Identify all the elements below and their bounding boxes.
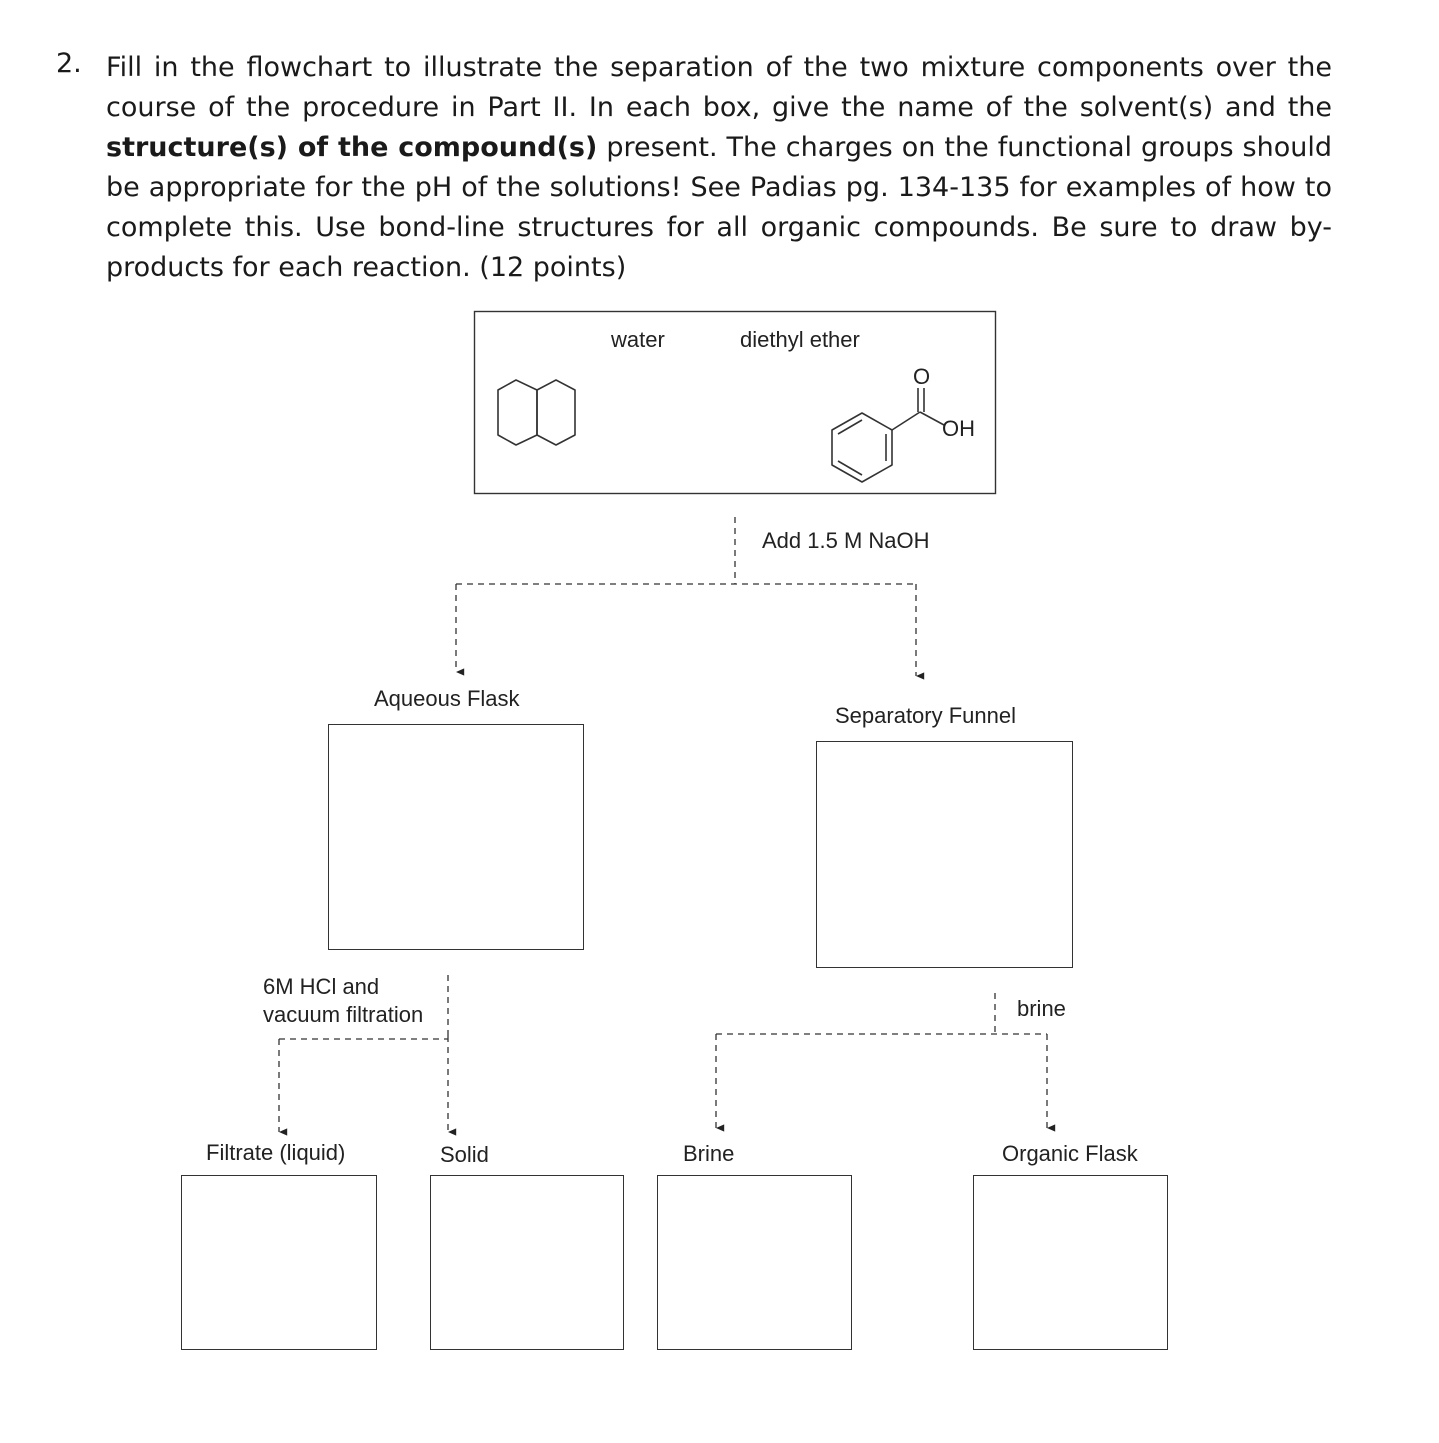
reagent-brine-label: brine (1017, 996, 1066, 1021)
question-text: Fill in the flowchart to illustrate the … (106, 48, 1332, 288)
carbonyl-oxygen-label: O (913, 364, 931, 389)
organic-flask-label: Organic Flask (1002, 1141, 1138, 1166)
reagent-hcl-label-line2: vacuum filtration (263, 1002, 424, 1027)
reagent-hcl-label-line1: 6M HCl and (263, 974, 380, 999)
benzoic-acid-structure-icon (831, 388, 945, 483)
organic-flask-box[interactable] (973, 1175, 1168, 1350)
question-text-part1: Fill in the flowchart to illustrate the … (106, 52, 1332, 123)
brine-label: Brine (683, 1141, 735, 1166)
naphthalene-structure-icon (497, 379, 576, 446)
solvent-water-label: water (611, 327, 665, 352)
solid-box[interactable] (430, 1175, 624, 1350)
solvent-ether-label: diethyl ether (740, 327, 860, 352)
aqueous-flask-box[interactable] (328, 724, 584, 950)
aqueous-flask-label: Aqueous Flask (374, 686, 520, 711)
hydroxyl-label: OH (942, 416, 975, 441)
question-number: 2. (56, 48, 82, 79)
solid-label: Solid (440, 1142, 489, 1167)
question-text-part2: present. The charges on the functional g… (106, 132, 1332, 283)
reagent-naoh-label: Add 1.5 M NaOH (762, 528, 930, 553)
question-text-bold: structure(s) of the compound(s) (106, 132, 598, 163)
brine-box[interactable] (657, 1175, 852, 1350)
separatory-funnel-box[interactable] (816, 741, 1073, 968)
start-mixture-box (473, 310, 997, 495)
filtrate-label: Filtrate (liquid) (206, 1140, 346, 1165)
separatory-funnel-label: Separatory Funnel (835, 703, 1016, 728)
filtrate-box[interactable] (181, 1175, 377, 1350)
